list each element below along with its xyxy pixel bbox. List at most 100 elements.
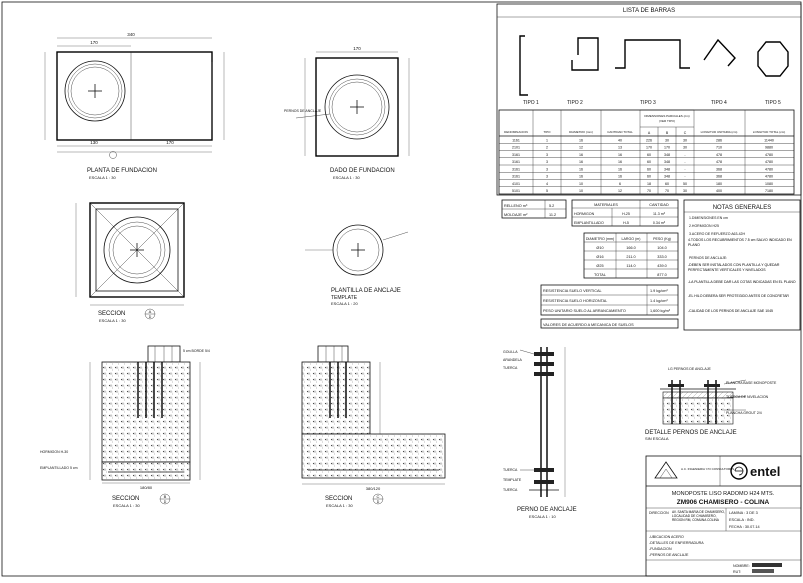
- diametro-header-2: PESO (Kg): [653, 237, 671, 241]
- tipo-5-label: TIPO 5: [765, 100, 781, 106]
- detalle-title: DETALLE PERNOS DE ANCLAJE: [645, 430, 737, 436]
- tipo-3-label: TIPO 3: [640, 100, 656, 106]
- moldaje-label: MOLDAJE m²: [504, 213, 528, 217]
- nota-4: 4.TODOS LOS RECUBRIMIENTOS 7.5 cm SALVO …: [688, 238, 792, 247]
- bar-cell-r5-c2: 16: [579, 175, 583, 179]
- materiales-table: MATERIALES CANTIDAD HORMIGON H-25 11.3 m…: [571, 199, 679, 227]
- diametro-row-0-l: 166.0: [626, 246, 636, 250]
- bar-type-2: TIPO 2: [567, 37, 599, 106]
- bar-cell-r4-c1: 3: [546, 167, 548, 171]
- diametro-total-label: TOTAL: [594, 273, 606, 277]
- bar-cell-r3-c8: 4780: [765, 160, 773, 164]
- materiales-row-1-grade: H-5: [623, 221, 629, 225]
- bar-cell-r2-c8: 4780: [765, 153, 773, 157]
- notas-title: NOTAS GENERALES: [713, 205, 772, 211]
- tipo-2-label: TIPO 2: [567, 100, 583, 106]
- planta-dim-bottom-b: 170: [166, 140, 174, 145]
- entel-logo: entel: [730, 462, 780, 480]
- perno-label-1: GOLILLA: [503, 350, 518, 354]
- diametro-header-0: DIAMETRO (mm): [586, 237, 614, 241]
- bar-cell-r7-c6: 30: [683, 189, 687, 193]
- materiales-row-0-name: HORMIGON: [574, 212, 595, 216]
- bar-cell-r1-c3: 13: [618, 146, 622, 150]
- resistencia-row-2-value: 1,600 kg/m³: [650, 309, 671, 313]
- perno-label-2: ARANDELA: [503, 358, 523, 362]
- detalle-pernos-view: LG PERNOS DE ANCLAJE PLANCHA BASE MONOPO…: [645, 367, 777, 441]
- project-line-2: ZM906 CHAMISERO - COLINA: [677, 499, 770, 506]
- bar-cell-r6-c2: 10: [579, 182, 583, 186]
- bar-cell-r2-c4: 60: [647, 153, 651, 157]
- bar-table-dim-sub: (VER TIPO): [659, 119, 675, 123]
- detalle-label-2: PLANCHA BASE MONOPOSTE: [726, 381, 777, 385]
- bar-cell-r7-c8: 7180: [765, 189, 773, 193]
- detalle-label-3: TUERCA DE NIVELACION: [726, 395, 769, 399]
- bar-cell-r4-c6: -: [684, 167, 686, 171]
- bar-list-table: DIMENSIONES PARCIALES (cm) (VER TIPO) DE…: [498, 109, 795, 195]
- diametro-header-1: LARGO (m): [622, 237, 641, 241]
- bar-cell-r4-c7: 368: [716, 167, 722, 171]
- diametro-row-0-d: Ø10: [596, 246, 603, 250]
- bar-cell-r6-c0: 4101: [512, 182, 520, 186]
- bar-cell-r5-c1: 3: [546, 175, 548, 179]
- relleno-table: RELLENO m³ 5.2 MOLDAJE m² 11.2: [501, 199, 567, 219]
- detalle-label-4: PLANCHA GROUT 2/4: [726, 411, 762, 415]
- bar-cell-r5-c8: 4780: [765, 175, 773, 179]
- planta-dim-top-inner: 170: [90, 40, 98, 45]
- dado-title: DADO DE FUNDACION: [330, 168, 395, 174]
- section-marker-c-sub: D: [377, 500, 380, 504]
- company-logo: A.C. INGENIERIA Y/O CONSULTORES: [654, 461, 734, 479]
- moldaje-value: 11.2: [549, 213, 556, 217]
- bar-cell-r0-c6: 30: [683, 138, 687, 142]
- bar-cell-r3-c7: 478: [716, 160, 722, 164]
- planta-scale: ESCALA 1 : 30: [89, 175, 116, 180]
- perno-label-3: TUERCA: [503, 366, 518, 370]
- bar-cell-r1-c0: 2101: [512, 146, 520, 150]
- nota-8: -EL HILO DEBERA SER PROTEGIDO ANTES DE C…: [688, 294, 789, 298]
- bar-cell-r1-c4: 170: [646, 146, 652, 150]
- bar-type-5: TIPO 5: [757, 41, 789, 106]
- bar-cell-r4-c4: 60: [647, 167, 651, 171]
- bar-cell-r0-c1: 1: [546, 138, 548, 142]
- seccion-b-hormigon-label: HORMIGON H-30: [40, 450, 68, 454]
- seccion-b-emplantillado-label: EMPLANTILLADO 5 cm: [40, 466, 78, 470]
- bar-cell-r2-c3: 16: [618, 153, 622, 157]
- bar-table-header-8: LONGITUD TOTAL (cm): [753, 130, 785, 134]
- bar-cell-r6-c1: 4: [546, 182, 548, 186]
- bar-cell-r0-c0: 1161: [512, 138, 520, 142]
- perno-label-6: TUERCA: [503, 488, 518, 492]
- nota-2: 2.HORMIGON H25: [689, 224, 719, 228]
- bar-cell-r2-c5: 348: [664, 153, 670, 157]
- bar-cell-r0-c8: 11440: [764, 138, 774, 142]
- seccion-c-dim: 380/120: [366, 486, 381, 491]
- diametro-row-2-p: 439.0: [657, 264, 667, 268]
- bar-cell-r3-c0: 3161: [512, 160, 520, 164]
- dado-scale: ESCALA 1 : 30: [333, 175, 360, 180]
- content-3: -FUNDACION: [649, 547, 672, 551]
- bar-type-3: TIPO 3: [615, 39, 690, 106]
- diametro-total-value: 877.0: [657, 273, 667, 277]
- bar-cell-r0-c2: 16: [579, 138, 583, 142]
- bar-cell-r4-c2: 16: [579, 167, 583, 171]
- nota-9: -CALIDAD DE LOS PERNOS DE ANCLAJE SAE 10…: [688, 309, 774, 313]
- perno-anclaje-view: GOLILLA ARANDELA TUERCA TUERCA TEMPLATE …: [503, 347, 577, 519]
- resistencia-note: VALORES DE ACUERDO A MECANICA DE SUELOS: [543, 323, 634, 327]
- bar-cell-r0-c4: 226: [646, 138, 652, 142]
- bar-cell-r6-c7: 180: [716, 182, 722, 186]
- seccion-c-scale: ESCALA 1 : 30: [326, 503, 353, 508]
- direccion-value: AV. SANTA MARIA DE CHAMISERO, LOCALIDAD …: [672, 510, 725, 522]
- lista-barras-title: LISTA DE BARRAS: [623, 8, 675, 14]
- bar-cell-r7-c1: 5: [546, 189, 548, 193]
- materiales-header-1: CANTIDAD: [649, 203, 669, 207]
- nota-3: 3.ACERO DE REFUERZO A63-42H: [689, 232, 745, 236]
- bar-cell-r4-c3: 16: [618, 167, 622, 171]
- resistencia-table: RESISTENCIA SUELO VERTICAL 1.9 kg/cm² RE…: [540, 284, 679, 329]
- dado-dim-top: 170: [353, 46, 361, 51]
- bar-table-header-0: DENOMINACION: [504, 130, 528, 134]
- perno-title: PERNO DE ANCLAJE: [517, 507, 577, 513]
- plantilla-subtitle: TEMPLATE: [331, 295, 358, 301]
- notas-generales-panel: NOTAS GENERALES 1.DIMENSIONES EN cm 2.HO…: [683, 199, 801, 331]
- bar-cell-r1-c6: 30: [683, 146, 687, 150]
- tipo-4-label: TIPO 4: [711, 100, 727, 106]
